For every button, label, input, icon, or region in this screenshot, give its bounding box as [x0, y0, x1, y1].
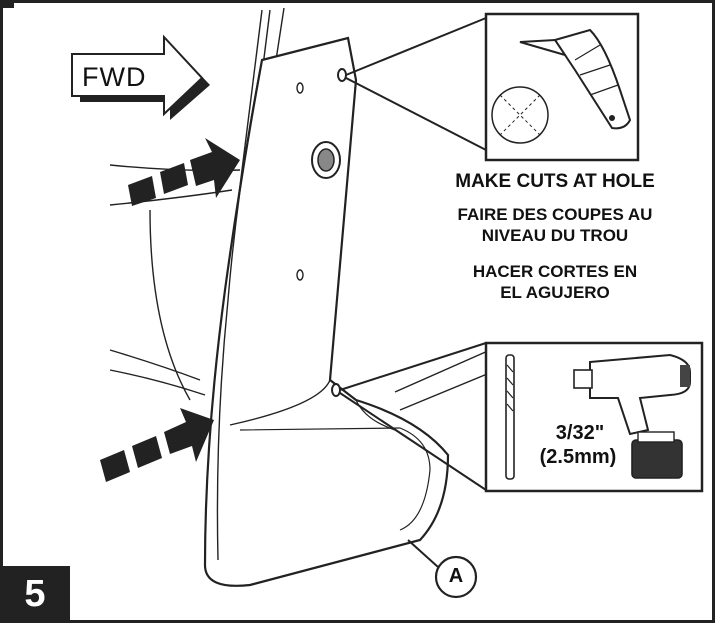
callout-a	[434, 555, 478, 599]
cut-detail-callout	[484, 12, 640, 162]
instruction-fr-line1: FAIRE DES COUPES AU	[457, 205, 653, 224]
leader-lines	[339, 17, 487, 568]
instruction-en: MAKE CUTS AT HOLE	[455, 171, 655, 192]
instruction-fr-line2: NIVEAU DU TROU	[481, 226, 629, 245]
dashed-arrow-upper	[128, 138, 240, 206]
mud-flap	[203, 36, 450, 587]
drill-bit-icon	[505, 354, 515, 480]
fwd-label: FWD	[82, 62, 147, 92]
drill-size-imperial: 3/32"	[555, 422, 605, 444]
forward-arrow-icon	[71, 34, 210, 120]
drill-detail-callout	[484, 341, 704, 493]
frame-corner	[0, 0, 14, 8]
instruction-es-line2: EL AGUJERO	[500, 283, 610, 302]
drill-size-metric: (2.5mm)	[539, 446, 617, 468]
callout-a-label: A	[448, 565, 464, 587]
cut-hole-icon	[491, 86, 549, 144]
dashed-arrow-lower	[100, 408, 214, 482]
utility-knife-icon	[519, 28, 632, 130]
instruction-es-line1: HACER CORTES EN	[472, 262, 638, 281]
drill-icon	[573, 353, 691, 479]
step-number-badge: 5	[0, 566, 70, 623]
